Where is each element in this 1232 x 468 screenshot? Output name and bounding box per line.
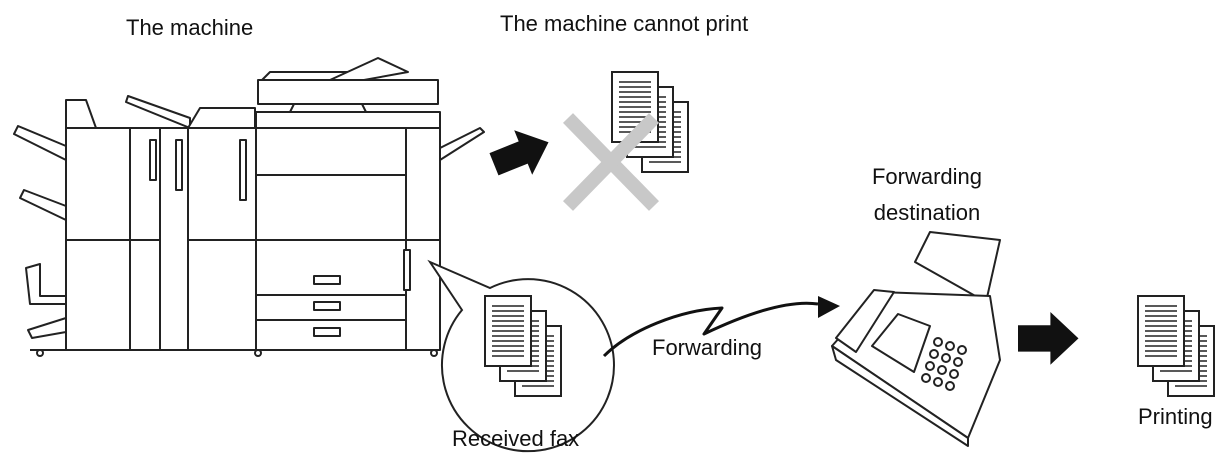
multifunction-printer-icon — [13, 57, 485, 357]
printing-arrow-icon — [1018, 312, 1079, 365]
machine-label: The machine — [126, 15, 254, 40]
cannot-print-label: The machine cannot print — [500, 11, 749, 36]
destination-label-line2: destination — [873, 200, 981, 225]
fax-machine-icon — [831, 231, 1001, 447]
printing-label: Printing — [1138, 404, 1213, 429]
output-arrow-icon — [485, 119, 558, 187]
destination-label-line1: Forwarding — [871, 164, 983, 189]
received-fax-label: Received fax — [452, 426, 580, 451]
link-arrowhead — [818, 296, 840, 318]
printed-documents-icon — [1138, 296, 1214, 396]
forwarding-label: Forwarding — [652, 335, 763, 360]
x-cross-icon — [562, 113, 660, 211]
zigzag-transmission-icon — [602, 301, 819, 358]
